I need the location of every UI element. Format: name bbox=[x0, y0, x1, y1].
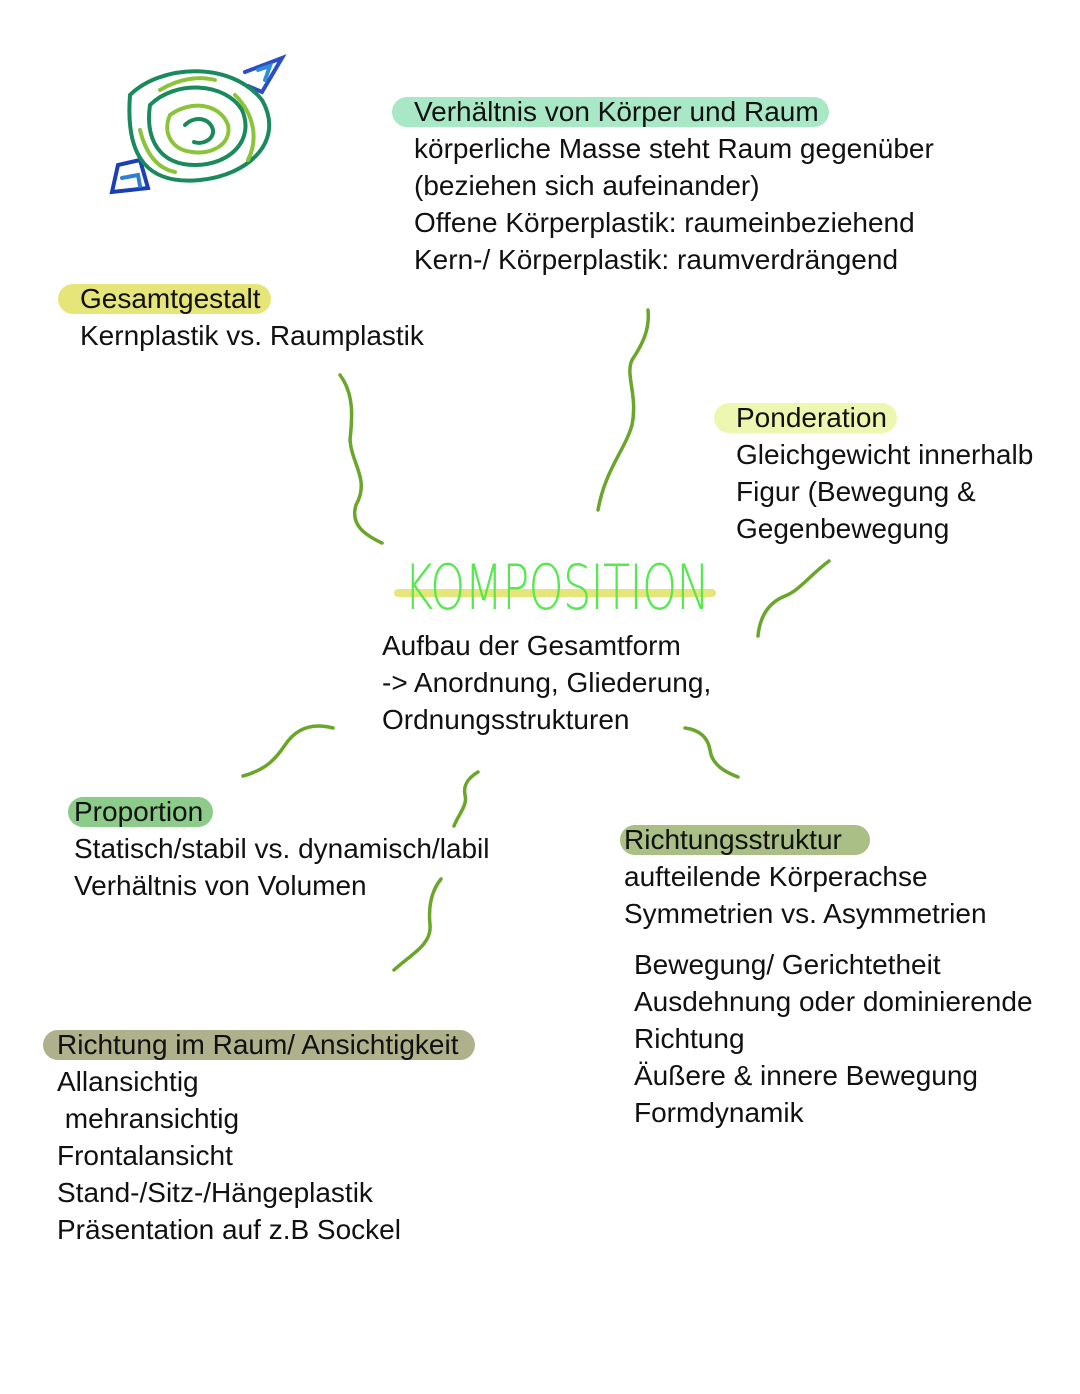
text-line: Kern-/ Körperplastik: raumverdrängend bbox=[414, 244, 899, 275]
text-line: aufteilende Körperachse bbox=[624, 861, 928, 892]
branch-richtungsstruktur: Richtungsstruktur aufteilende Körperachs… bbox=[620, 821, 987, 932]
central-title: KOMPOSITION bbox=[392, 551, 722, 626]
heading-gesamtgestalt: Gesamtgestalt bbox=[58, 284, 271, 314]
text-line: Äußere & innere Bewegung bbox=[634, 1060, 978, 1091]
text-line: Gegenbewegung bbox=[736, 513, 950, 544]
connector-mid bbox=[452, 770, 480, 828]
text-line: Frontalansicht bbox=[57, 1140, 233, 1171]
branch-gesamtgestalt: Gesamtgestalt Kernplastik vs. Raumplasti… bbox=[58, 280, 424, 354]
heading-proportion: Proportion bbox=[68, 797, 214, 827]
text-line: Allansichtig bbox=[57, 1066, 199, 1097]
text-line: Präsentation auf z.B Sockel bbox=[57, 1214, 401, 1245]
rose-doodle-icon bbox=[109, 54, 287, 195]
text-line: -> Anordnung, Gliederung, bbox=[382, 667, 712, 698]
text-line: Richtung bbox=[634, 1023, 745, 1054]
heading-ponderation: Ponderation bbox=[714, 403, 898, 433]
central-description: Aufbau der Gesamtform -> Anordnung, Glie… bbox=[382, 627, 711, 738]
text-line: Offene Körperplastik: raumeinbeziehend bbox=[414, 207, 915, 238]
title-komposition: KOMPOSITION bbox=[404, 551, 710, 624]
text-line: Formdynamik bbox=[634, 1097, 804, 1128]
text-line: Symmetrien vs. Asymmetrien bbox=[624, 898, 987, 929]
title-highlight-stroke bbox=[394, 589, 716, 597]
text-line: Aufbau der Gesamtform bbox=[382, 630, 681, 661]
connector-gesamtgestalt bbox=[338, 373, 384, 545]
text-line: Ordnungsstrukturen bbox=[382, 704, 630, 735]
text-line: Stand-/Sitz-/Hängeplastik bbox=[57, 1177, 373, 1208]
heading-richtungsstruktur: Richtungsstruktur bbox=[620, 825, 870, 855]
richtungsstruktur-details: Bewegung/ Gerichtetheit Ausdehnung oder … bbox=[634, 946, 1033, 1131]
connector-richtungsstruktur bbox=[683, 726, 740, 779]
connector-proportion bbox=[241, 724, 335, 778]
branch-koerper-raum: Verhältnis von Körper und Raum körperlic… bbox=[392, 93, 934, 278]
text-line: (beziehen sich aufeinander) bbox=[414, 170, 760, 201]
text-line: Kernplastik vs. Raumplastik bbox=[80, 320, 424, 351]
connector-raum bbox=[596, 308, 651, 512]
branch-proportion: Proportion Statisch/stabil vs. dynamisch… bbox=[68, 793, 490, 904]
text-line: Ausdehnung oder dominierende bbox=[634, 986, 1033, 1017]
branch-ansichtigkeit: Richtung im Raum/ Ansichtigkeit Allansic… bbox=[43, 1026, 475, 1248]
connector-ansichtigkeit bbox=[392, 877, 443, 972]
heading-koerper-raum: Verhältnis von Körper und Raum bbox=[392, 97, 829, 127]
text-line: Bewegung/ Gerichtetheit bbox=[634, 949, 941, 980]
text-line: Figur (Bewegung & bbox=[736, 476, 976, 507]
text-line: Statisch/stabil vs. dynamisch/labil bbox=[74, 833, 490, 864]
text-line: Gleichgewicht innerhalb bbox=[736, 439, 1034, 470]
text-line: Verhältnis von Volumen bbox=[74, 870, 367, 901]
text-line: mehransichtig bbox=[57, 1103, 240, 1134]
branch-ponderation: Ponderation Gleichgewicht innerhalb Figu… bbox=[714, 399, 1034, 547]
connector-ponderation bbox=[756, 559, 831, 638]
text-line: körperliche Masse steht Raum gegenüber bbox=[414, 133, 934, 164]
heading-ansichtigkeit: Richtung im Raum/ Ansichtigkeit bbox=[43, 1030, 475, 1060]
